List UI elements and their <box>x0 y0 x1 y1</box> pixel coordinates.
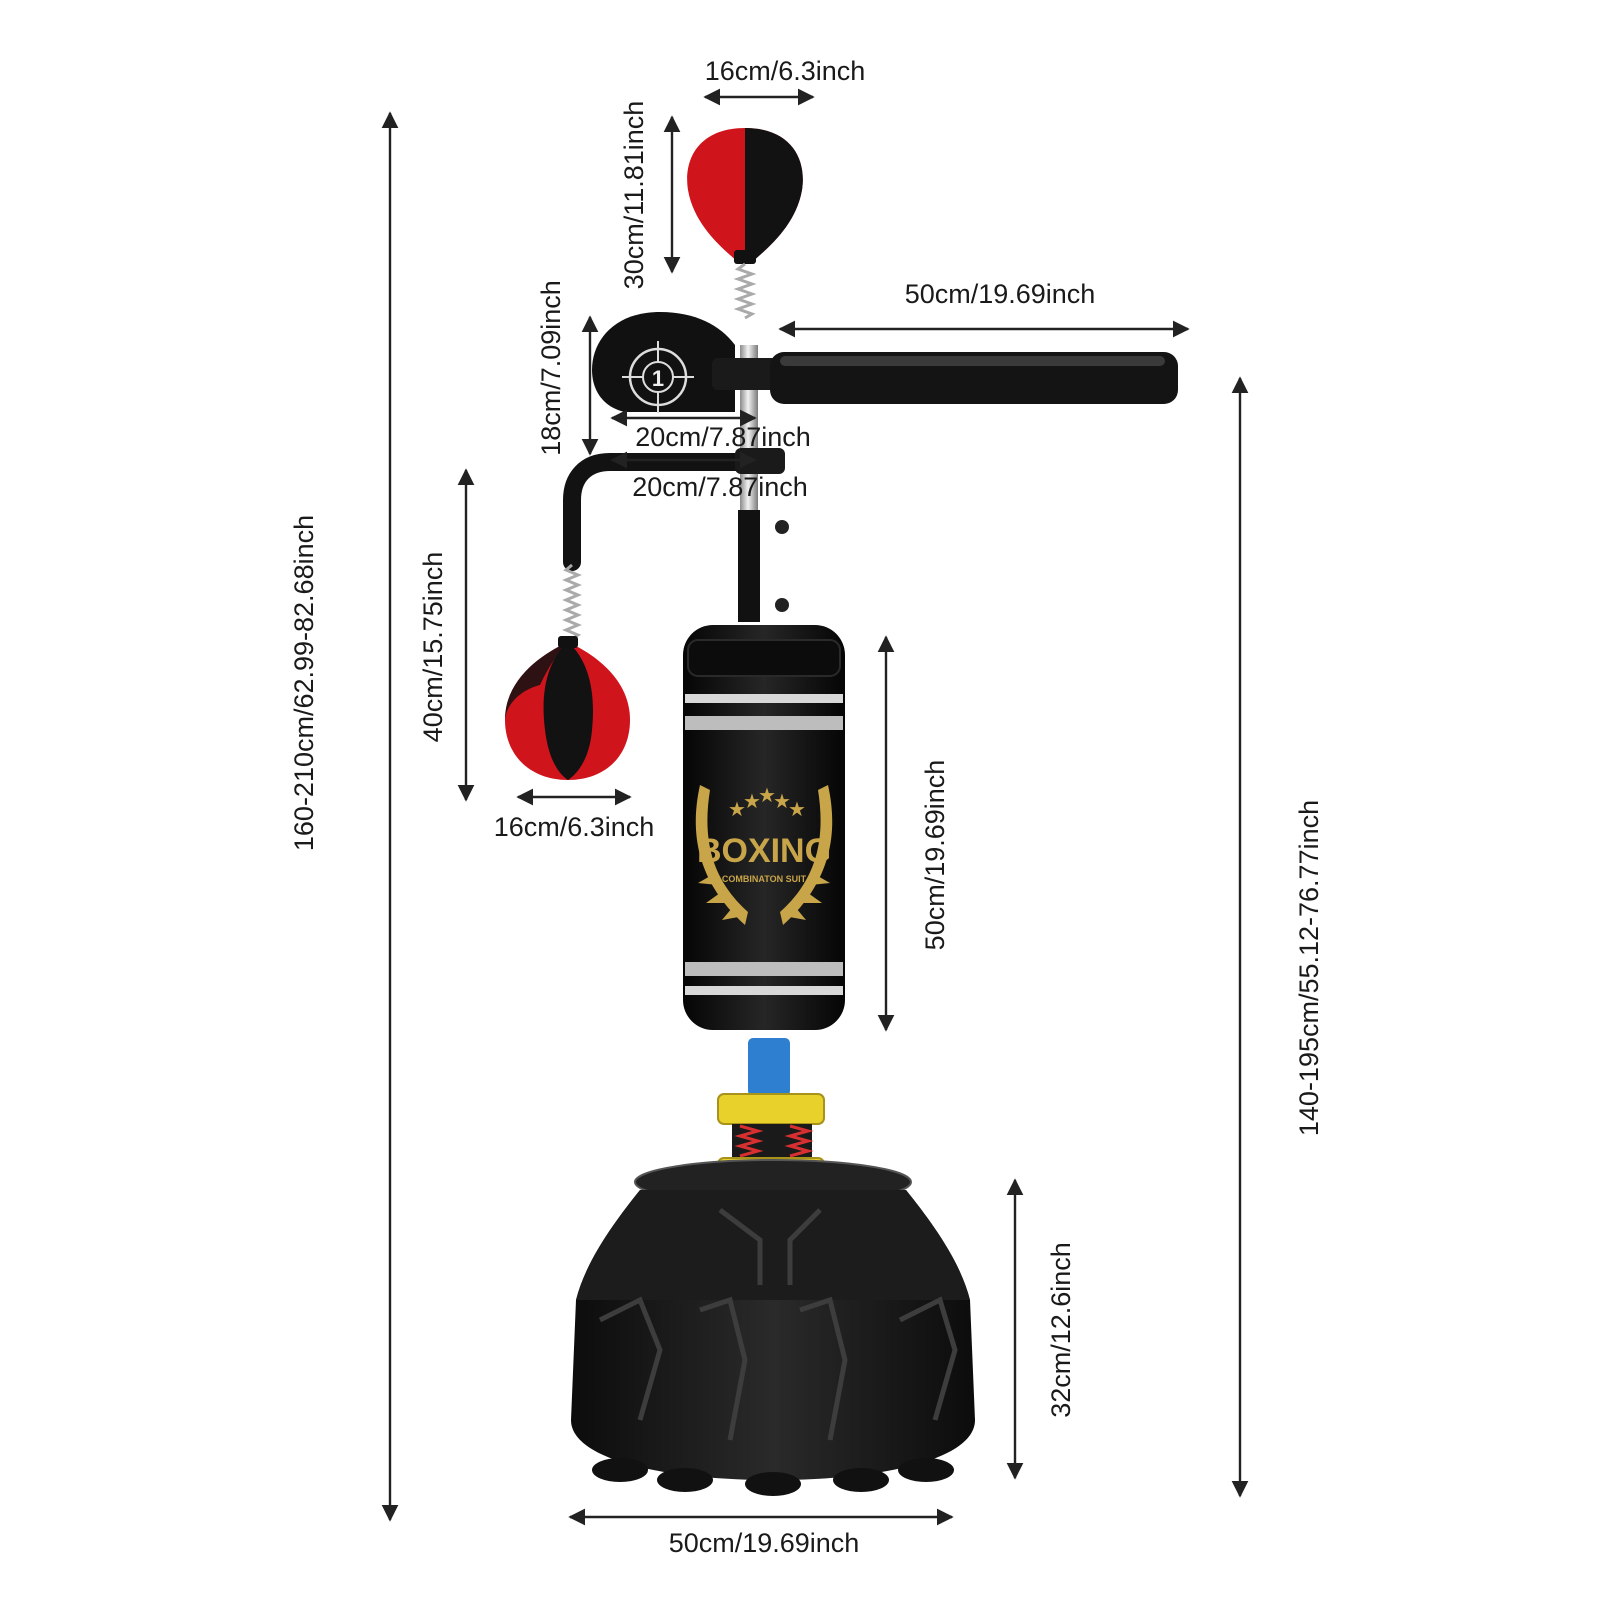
label-hanging-ball-width: 16cm/6.3inch <box>494 812 655 842</box>
label-bar-length: 50cm/19.69inch <box>905 279 1096 309</box>
dimension-labels: 16cm/6.3inch 30cm/11.81inch 50cm/19.69in… <box>289 56 1324 1558</box>
logo-stars-icon: ★ ★ ★ ★ ★ <box>728 783 806 821</box>
target-pad: 1 <box>592 312 735 413</box>
target-number: 1 <box>652 366 664 391</box>
boxing-stand: 1 <box>505 128 1178 1496</box>
hanging-spring <box>562 563 582 641</box>
label-base-width: 50cm/19.69inch <box>669 1528 860 1558</box>
curved-arm <box>563 453 754 571</box>
dimension-arrows <box>381 88 1249 1526</box>
punching-bag: ★ ★ ★ ★ ★ BOXING COMBINATON SUIT <box>683 625 845 1030</box>
top-spring <box>733 262 757 320</box>
black-pole <box>738 510 760 622</box>
logo-wings-icon <box>695 785 833 925</box>
label-top-ball-width: 16cm/6.3inch <box>705 56 866 86</box>
label-top-ball-height: 30cm/11.81inch <box>619 101 649 290</box>
pole-knob <box>775 520 789 534</box>
label-bag-height: 50cm/19.69inch <box>920 760 950 951</box>
bag-logo-title: BOXING <box>697 832 831 870</box>
svg-text:★: ★ <box>743 789 761 813</box>
label-stand-height: 140-195cm/55.12-76.77inch <box>1294 800 1324 1136</box>
svg-text:★: ★ <box>788 797 806 821</box>
bag-logo-subtitle: COMBINATON SUIT <box>722 874 807 884</box>
svg-text:★: ★ <box>773 789 791 813</box>
blue-spring-cover <box>748 1038 790 1096</box>
hanging-speed-ball <box>505 636 630 780</box>
label-total-height: 160-210cm/62.99-82.68inch <box>289 515 319 851</box>
weighted-base <box>571 1159 975 1496</box>
label-arm-width: 20cm/7.87inch <box>632 472 808 502</box>
horizontal-bar <box>712 352 1178 404</box>
label-pad-width: 20cm/7.87inch <box>635 422 811 452</box>
svg-text:★: ★ <box>758 783 776 807</box>
pole-knob <box>775 598 789 612</box>
svg-text:★: ★ <box>728 797 746 821</box>
label-pad-height: 18cm/7.09inch <box>536 280 566 456</box>
label-base-height: 32cm/12.6inch <box>1046 1242 1076 1418</box>
label-hanging-ball-height: 40cm/15.75inch <box>418 552 448 743</box>
top-speed-ball <box>687 128 803 264</box>
